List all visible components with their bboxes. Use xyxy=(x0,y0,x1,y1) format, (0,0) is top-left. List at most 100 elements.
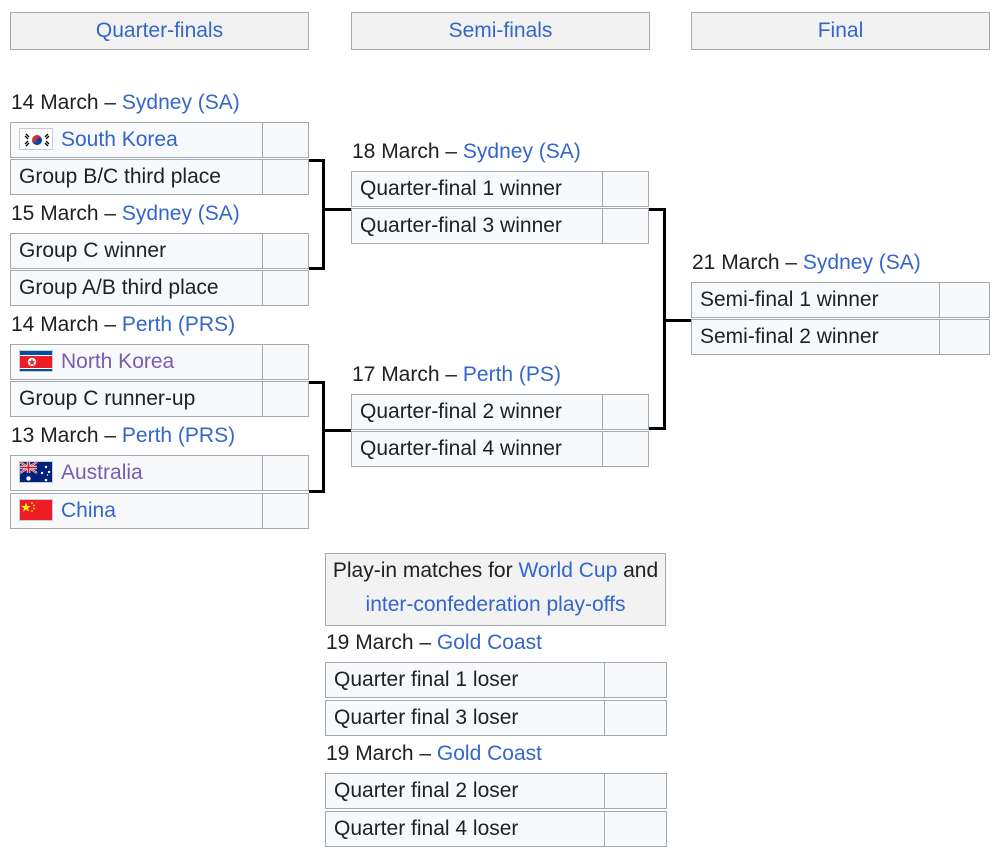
team-name-cell: Quarter-final 1 winner xyxy=(352,172,603,206)
team-row: Group A/B third place xyxy=(10,270,309,306)
venue-link[interactable]: Sydney (SA) xyxy=(462,140,581,163)
bracket-connector xyxy=(322,159,325,270)
bracket-connector xyxy=(322,208,351,211)
header-semifinals[interactable]: Semi-finals xyxy=(351,12,650,50)
team-name-cell: Group A/B third place xyxy=(11,271,263,305)
dash: – xyxy=(439,363,463,386)
team-name-cell: Quarter final 1 loser xyxy=(326,663,605,697)
team-row: Quarter-final 3 winner xyxy=(351,208,649,244)
playin-header: Play-in matches for World Cup and inter-… xyxy=(325,553,666,626)
score-cell xyxy=(261,160,308,194)
match-date-qf1: 14 March – Sydney (SA) xyxy=(11,91,240,115)
venue-link[interactable]: Sydney (SA) xyxy=(121,202,240,225)
bracket-connector xyxy=(663,319,691,322)
score-cell xyxy=(261,234,308,268)
team-name-cell: South Korea xyxy=(11,123,263,157)
venue-link[interactable]: Sydney (SA) xyxy=(121,91,240,114)
date-text: 17 March xyxy=(352,363,440,386)
date-text: 19 March xyxy=(326,742,414,765)
team-row: Quarter final 1 loser xyxy=(325,662,667,698)
team-name-cell: Quarter final 4 loser xyxy=(326,812,605,846)
date-text: 13 March xyxy=(11,424,99,447)
dash: – xyxy=(98,202,122,225)
venue-link[interactable]: Gold Coast xyxy=(436,742,542,765)
score-cell xyxy=(261,123,308,157)
score-cell xyxy=(601,432,648,466)
venue-link[interactable]: Perth (PS) xyxy=(462,363,561,386)
south-korea-flag-icon[interactable] xyxy=(19,128,53,150)
playin-title-and: and xyxy=(617,559,659,582)
score-cell xyxy=(603,701,666,735)
team-name-cell: Quarter-final 4 winner xyxy=(352,432,603,466)
team-name-cell: Quarter-final 3 winner xyxy=(352,209,603,243)
bracket-connector xyxy=(309,381,325,384)
venue-link[interactable]: Perth (PRS) xyxy=(121,313,236,336)
playin-title-line1: Play-in matches for World Cup and xyxy=(326,554,665,588)
dash: – xyxy=(439,140,463,163)
team-link-south-korea[interactable]: South Korea xyxy=(61,128,178,151)
china-flag-icon[interactable] xyxy=(19,499,53,521)
venue-link[interactable]: Sydney (SA) xyxy=(802,251,921,274)
score-cell xyxy=(603,663,666,697)
team-name-cell: North Korea xyxy=(11,345,263,379)
date-text: 15 March xyxy=(11,202,99,225)
header-final[interactable]: Final xyxy=(691,12,990,50)
team-name-cell: Semi-final 1 winner xyxy=(692,283,940,317)
dash: – xyxy=(413,631,437,654)
score-cell xyxy=(938,283,989,317)
score-cell xyxy=(603,812,666,846)
team-row: Group C winner xyxy=(10,233,309,269)
team-name-cell: China xyxy=(11,494,263,528)
match-date-qf2: 15 March – Sydney (SA) xyxy=(11,202,240,226)
team-row: Quarter final 2 loser xyxy=(325,773,667,809)
team-name-cell: Group C runner-up xyxy=(11,382,263,416)
team-link-china[interactable]: China xyxy=(61,499,116,522)
bracket-connector xyxy=(309,490,325,493)
playin-title-prefix: Play-in matches for xyxy=(332,559,519,582)
score-cell xyxy=(261,456,308,490)
team-name-cell: Quarter-final 2 winner xyxy=(352,395,603,429)
bracket-connector xyxy=(309,159,325,162)
team-name-cell: Semi-final 2 winner xyxy=(692,320,940,354)
score-cell xyxy=(938,320,989,354)
team-row: South Korea xyxy=(10,122,309,158)
dash: – xyxy=(98,424,122,447)
team-row: Quarter-final 1 winner xyxy=(351,171,649,207)
team-row: Quarter final 3 loser xyxy=(325,700,667,736)
team-row: Group B/C third place xyxy=(10,159,309,195)
date-text: 14 March xyxy=(11,91,99,114)
team-link-australia[interactable]: Australia xyxy=(61,461,143,484)
world-cup-link[interactable]: World Cup xyxy=(518,559,618,582)
match-date-qf4: 13 March – Perth (PRS) xyxy=(11,424,235,448)
score-cell xyxy=(601,395,648,429)
team-row: Quarter-final 4 winner xyxy=(351,431,649,467)
venue-link[interactable]: Gold Coast xyxy=(436,631,542,654)
australia-flag-icon[interactable] xyxy=(19,461,53,483)
bracket-connector xyxy=(322,381,325,493)
match-date-sf2: 17 March – Perth (PS) xyxy=(352,363,561,387)
team-name-cell: Quarter final 3 loser xyxy=(326,701,605,735)
inter-confederation-link[interactable]: inter-confederation play-offs xyxy=(365,593,626,616)
date-text: 18 March xyxy=(352,140,440,163)
match-date-playin2: 19 March – Gold Coast xyxy=(326,742,542,766)
dash: – xyxy=(413,742,437,765)
score-cell xyxy=(261,271,308,305)
bracket-connector xyxy=(649,208,666,211)
header-quarterfinals[interactable]: Quarter-finals xyxy=(10,12,309,50)
team-row: Semi-final 2 winner xyxy=(691,319,990,355)
bracket-connector xyxy=(649,427,666,430)
date-text: 19 March xyxy=(326,631,414,654)
team-name-cell: Group C winner xyxy=(11,234,263,268)
bracket-connector xyxy=(322,429,351,432)
team-name-cell: Australia xyxy=(11,456,263,490)
team-row: Semi-final 1 winner xyxy=(691,282,990,318)
score-cell xyxy=(261,382,308,416)
score-cell xyxy=(601,209,648,243)
bracket-connector xyxy=(309,267,325,270)
venue-link[interactable]: Perth (PRS) xyxy=(121,424,236,447)
north-korea-flag-icon[interactable] xyxy=(19,350,53,372)
match-date-qf3: 14 March – Perth (PRS) xyxy=(11,313,235,337)
team-row: Quarter-final 2 winner xyxy=(351,394,649,430)
dash: – xyxy=(779,251,803,274)
team-link-north-korea[interactable]: North Korea xyxy=(61,350,175,373)
